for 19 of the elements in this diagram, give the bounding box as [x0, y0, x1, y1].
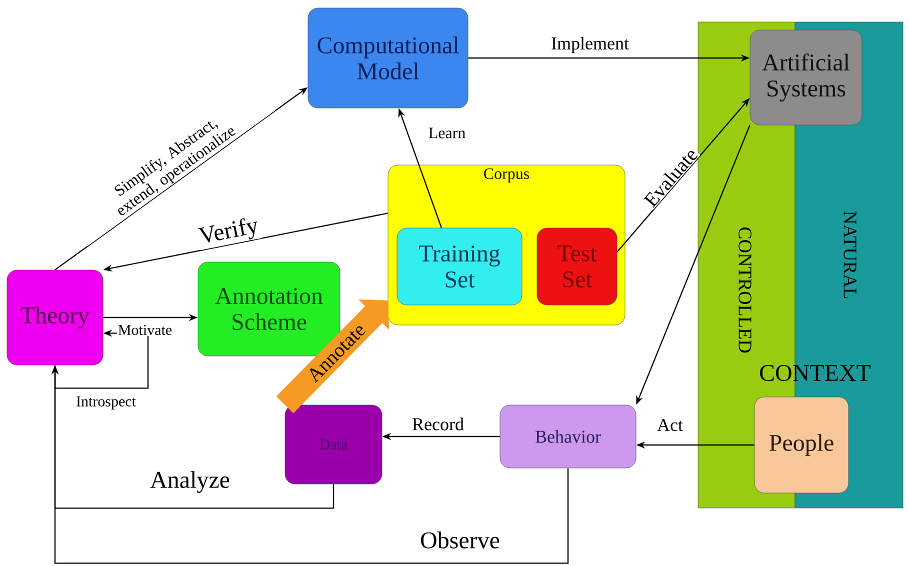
- edge-label: Act: [656, 418, 684, 432]
- process-box: Behavior: [500, 404, 636, 468]
- edge-label: Verify: [196, 214, 262, 250]
- process-box: Training Set: [396, 228, 522, 306]
- process-box: Computational Model: [308, 8, 468, 108]
- edge-label: Introspect: [75, 396, 137, 411]
- edge-label: Record: [411, 416, 465, 432]
- process-box: Data: [284, 404, 382, 484]
- edge-label: Analyze: [149, 470, 231, 494]
- process-box: Artificial Systems: [750, 30, 862, 126]
- band-label: CONTROLLED: [738, 227, 752, 353]
- process-box: Test Set: [536, 228, 618, 306]
- band-label: NATURAL: [844, 211, 856, 298]
- process-box: People: [754, 396, 849, 494]
- edge-label: Implement: [550, 36, 630, 54]
- edge-label: Learn: [427, 126, 467, 140]
- process-box: Theory: [6, 270, 104, 366]
- edge-label: Motivate: [116, 324, 174, 336]
- edge-label: Observe: [419, 530, 501, 550]
